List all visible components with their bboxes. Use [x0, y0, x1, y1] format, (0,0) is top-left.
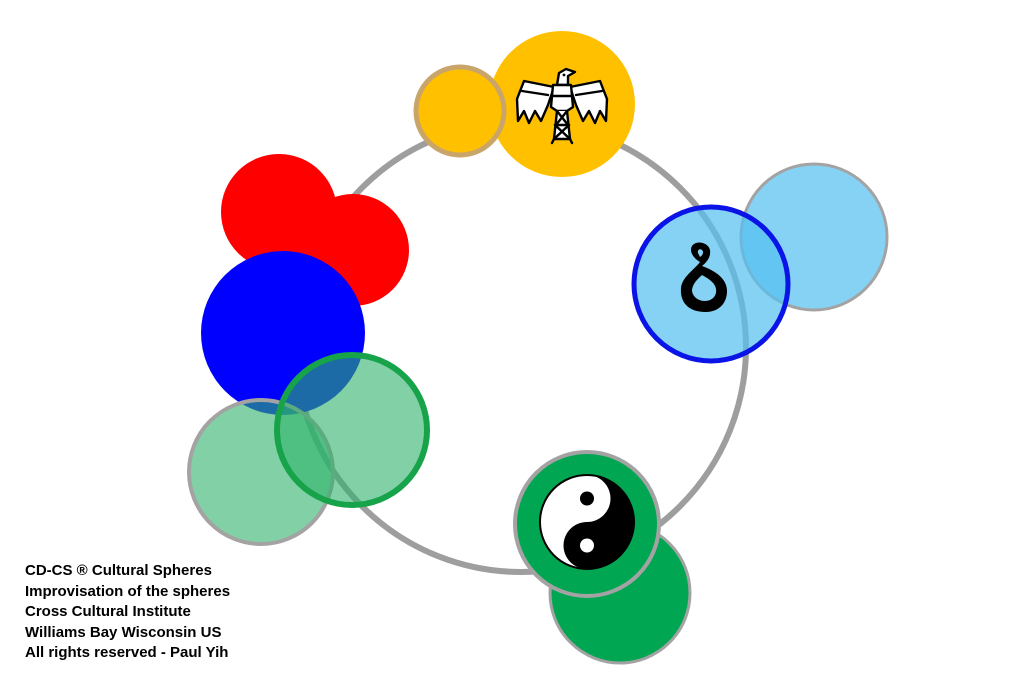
koru-icon: [680, 242, 727, 312]
red-sphere-upper: [221, 154, 337, 270]
caption-line-organization: Cross Cultural Institute: [25, 603, 191, 620]
blue-ringed-sphere: [631, 204, 791, 364]
caption-line-subtitle: Improvisation of the spheres: [25, 582, 231, 600]
gold-sphere-small: [413, 64, 507, 158]
caption-line-location: Williams Bay Wisconsin US: [25, 623, 222, 641]
caption-block: CD-CS ® Cultural Spheres Improvisation o…: [25, 561, 230, 664]
light-green-sphere-ringed: [274, 352, 430, 508]
caption-line-copyright: All rights reserved - Paul Yih: [25, 644, 229, 661]
caption-line-title: CD-CS ® Cultural Spheres: [25, 562, 212, 579]
yin-yang-icon: [539, 474, 635, 570]
thunderbird-icon: [515, 67, 609, 145]
